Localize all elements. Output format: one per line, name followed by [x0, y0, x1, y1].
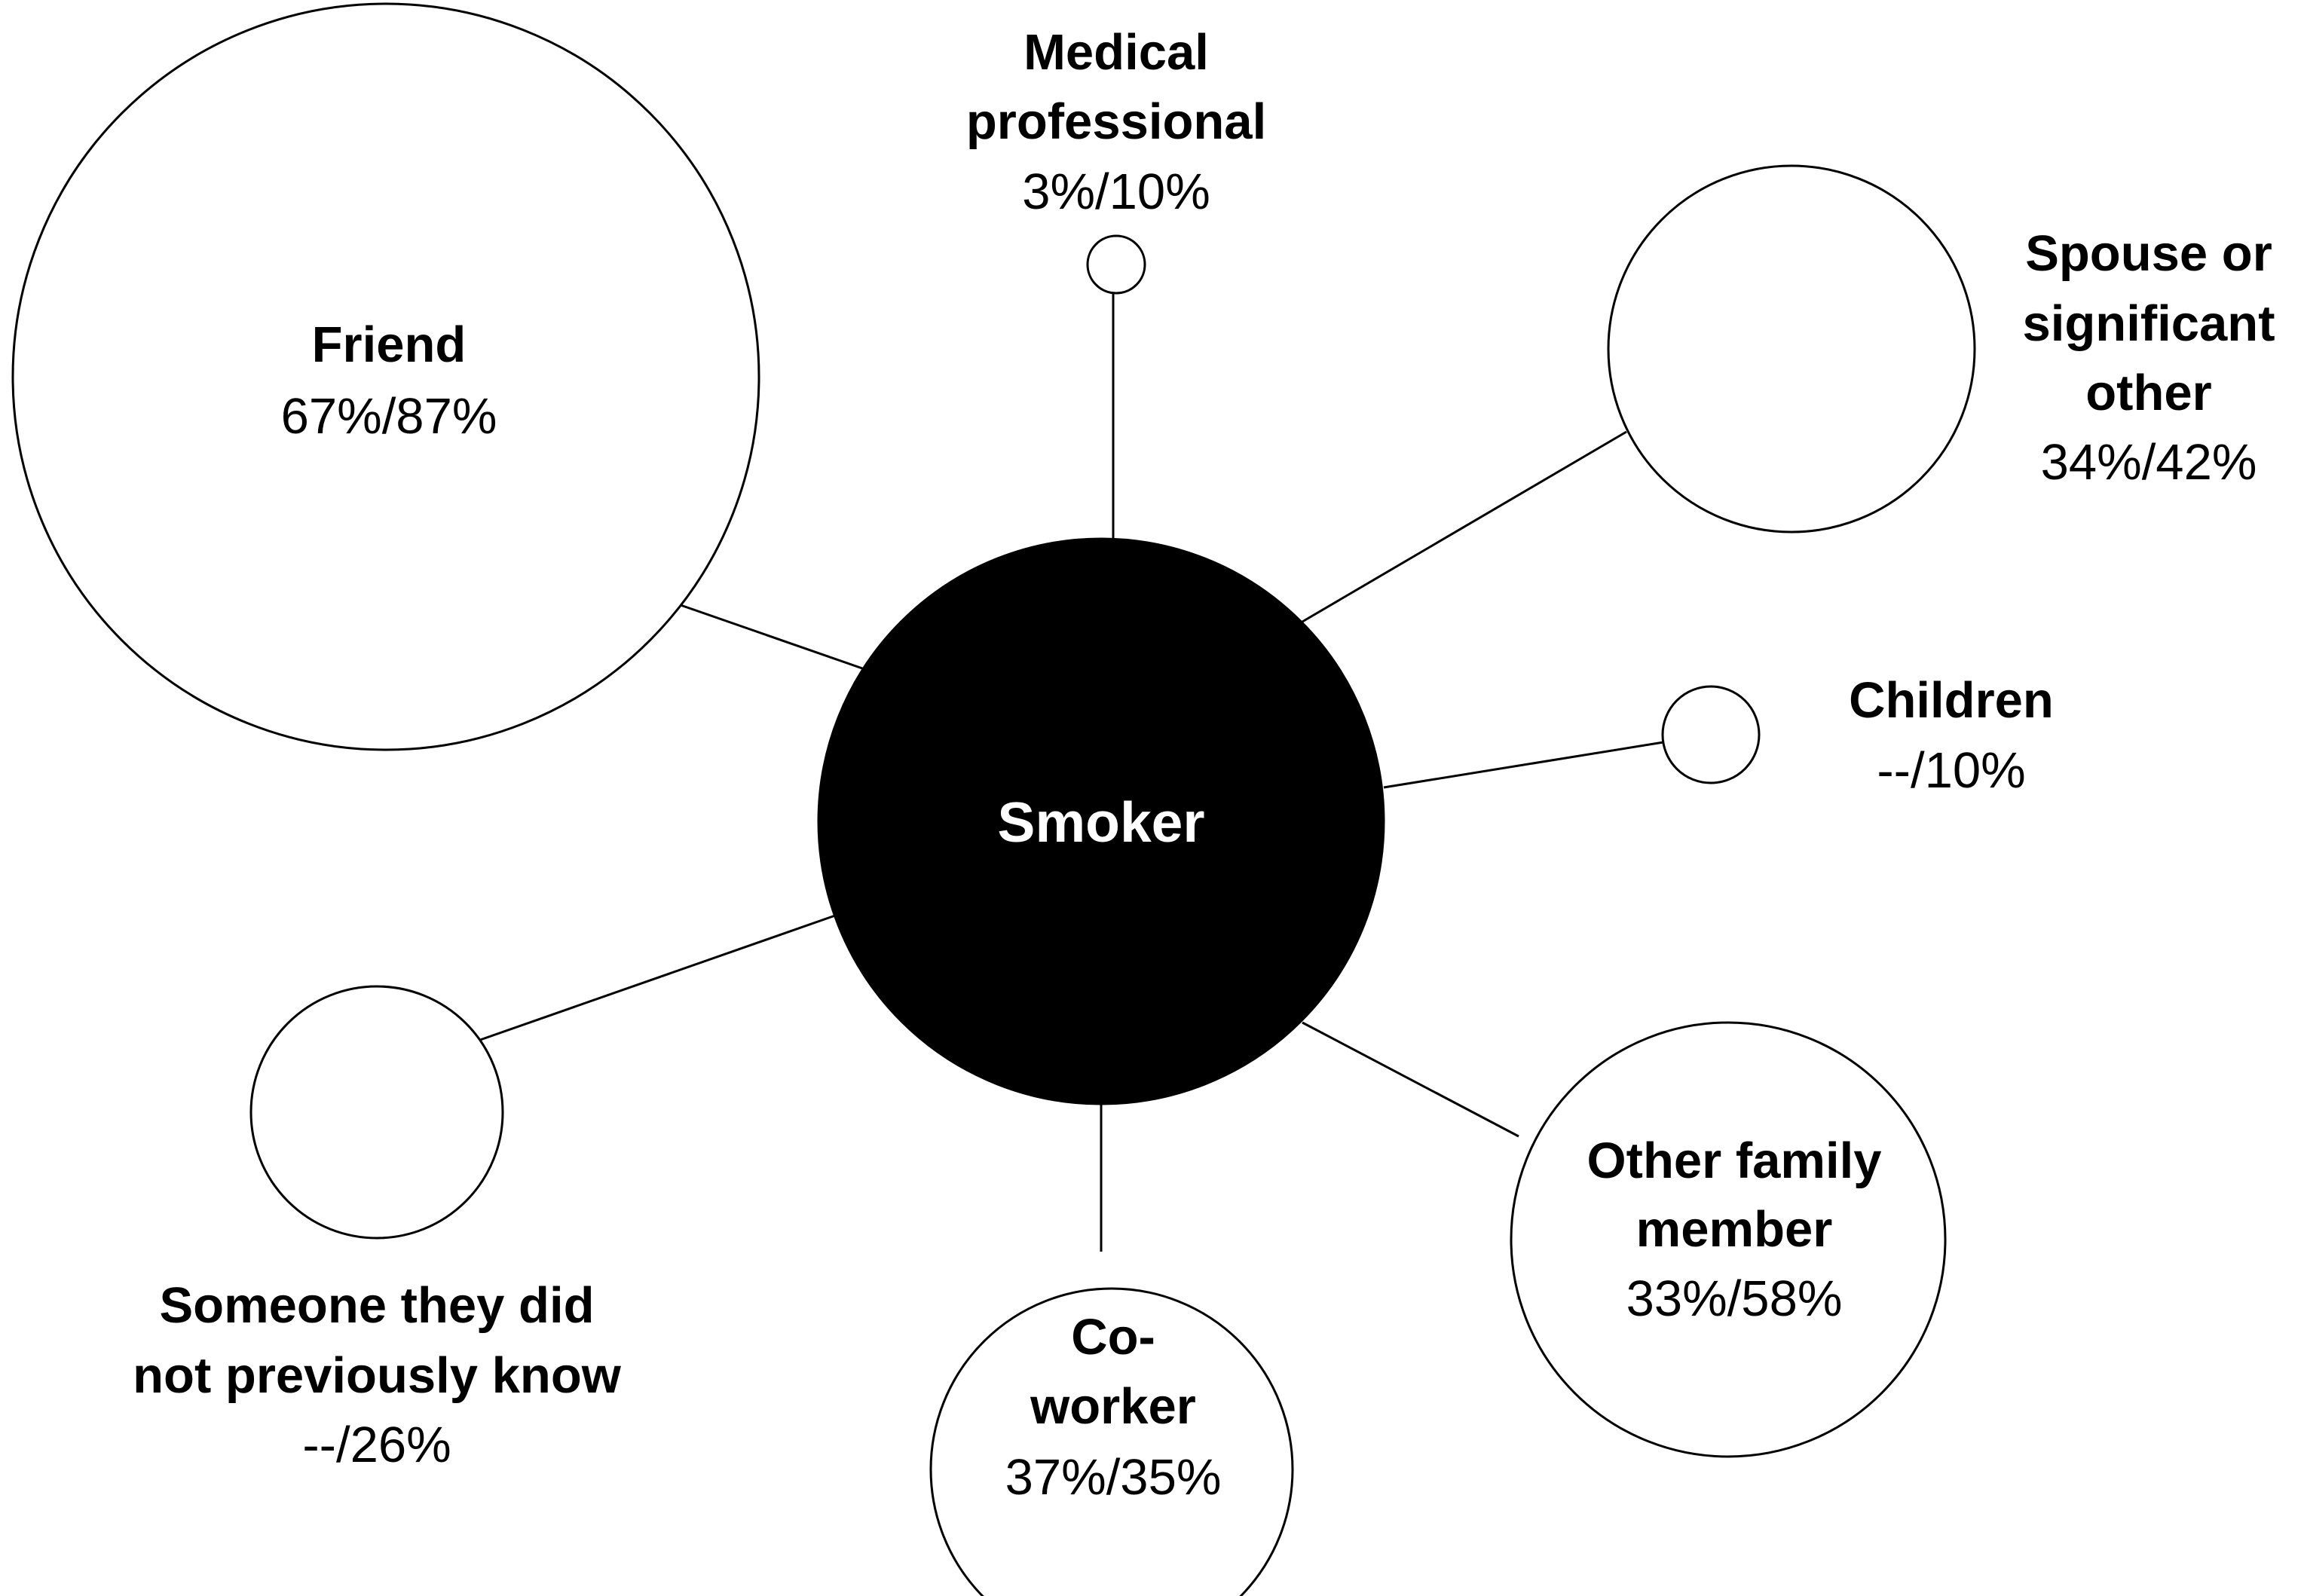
node-spouse-name-line-2: significant [2022, 295, 2275, 352]
node-medical-circle [1086, 234, 1146, 295]
node-medical-value: 3%/10% [1022, 164, 1210, 220]
connector-stranger [479, 914, 836, 1041]
node-stranger-circle [249, 985, 504, 1240]
node-stranger-name-line-2: not previously know [133, 1347, 622, 1404]
node-spouse-circle [1607, 164, 1976, 534]
node-children-circle [1661, 685, 1761, 784]
node-spouse-value: 34%/42% [2041, 434, 2257, 491]
node-family-circle [1510, 1021, 1947, 1458]
node-spouse-name-line-1: Spouse or [2025, 225, 2272, 282]
node-spouse-name-line-3: other [2085, 365, 2212, 421]
node-children-name-line-1: Children [1849, 672, 2054, 729]
node-friend-circle [11, 2, 760, 751]
connector-friend [680, 604, 865, 671]
node-friend-value: 67%/87% [281, 388, 497, 445]
connector-family [1302, 1021, 1519, 1138]
node-coworker-value: 37%/35% [1005, 1449, 1222, 1506]
node-coworker-name-line-2: worker [1030, 1378, 1196, 1435]
node-stranger-value: --/26% [302, 1417, 451, 1473]
connector-spouse [1302, 430, 1627, 623]
center-smoker-circle [817, 537, 1385, 1105]
node-children-value: --/10% [1877, 742, 2025, 799]
node-stranger-name-line-1: Someone they did [159, 1277, 594, 1334]
node-coworker-circle [929, 1287, 1294, 1596]
node-friend-name-line-1: Friend [312, 316, 467, 373]
node-coworker-name-line-1: Co- [1071, 1309, 1155, 1365]
connector-children [1383, 741, 1664, 789]
node-medical-name-line-2: professional [966, 93, 1266, 150]
center-smoker-label: Smoker [997, 790, 1204, 854]
node-family-value: 33%/58% [1626, 1270, 1843, 1327]
node-medical-name-line-1: Medical [1023, 24, 1209, 81]
node-family-name-line-1: Other family [1587, 1133, 1882, 1189]
node-family-name-line-2: member [1636, 1201, 1833, 1258]
